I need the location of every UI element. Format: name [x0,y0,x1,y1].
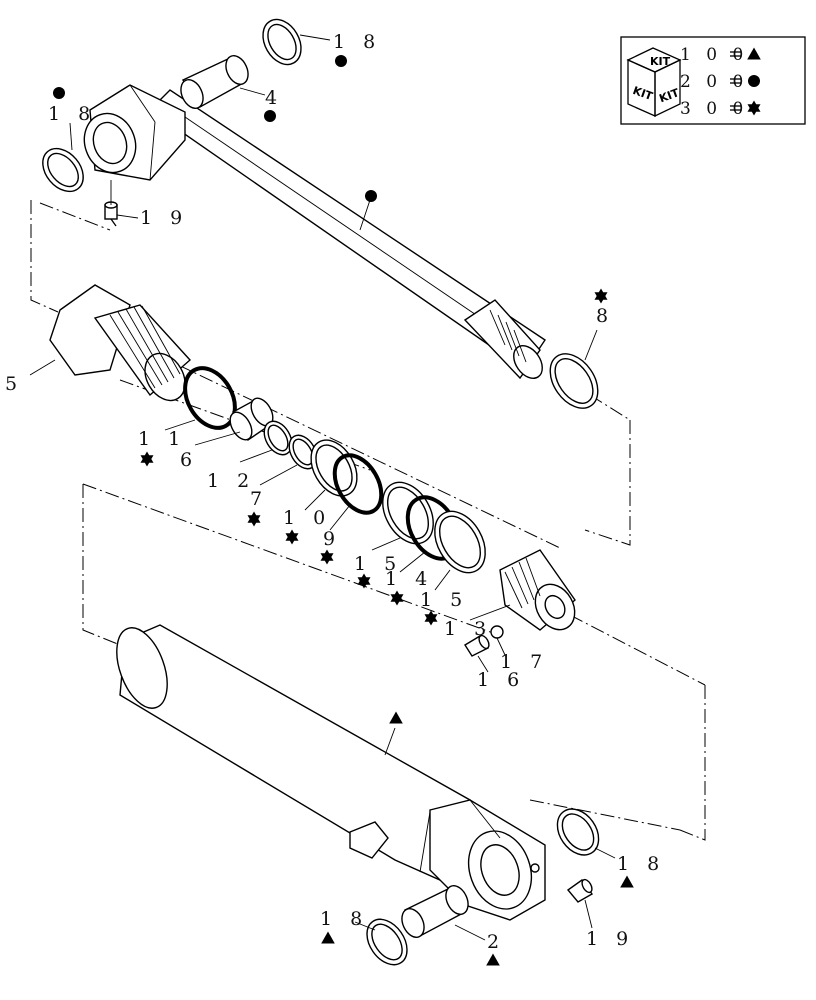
seal-ring-8 [549,353,599,409]
triangle-symbol [321,931,335,944]
star-symbol [424,610,438,626]
legend-triangle-symbol [747,47,761,60]
star-symbol [357,573,371,589]
cylinder-barrel [116,624,471,881]
grease-fitting-19-top [104,201,118,227]
circle-symbol [335,55,347,67]
circle-symbol [264,110,276,122]
star-symbol [140,451,154,467]
callout-18-bottom: 1 8 [320,908,368,930]
o-ring-9 [332,453,384,515]
leader-lines [29,34,616,941]
ball-17 [490,625,504,639]
grease-fitting-19-bottom [566,878,594,903]
bushing-top [180,55,249,109]
seal-ring-18-top [262,18,302,66]
piston-rod [148,89,546,380]
legend-code-300: 3 0 0 [680,99,748,119]
kit-legend: KIT KIT KIT 1 0 0 2 0 0 3 0 0 [620,36,806,125]
callout-15a: 1 5 [354,553,402,575]
rod-eye [83,84,186,181]
piston-13 [499,549,576,631]
callout-12: 1 2 [207,470,255,492]
triangle-symbol [486,953,500,966]
ring-12 [263,420,293,456]
star-symbol [247,511,261,527]
o-ring-11 [183,366,237,430]
callout-10: 1 0 [283,507,331,529]
star-symbol [390,590,404,606]
callout-6: 6 [180,449,198,471]
callout-17: 1 7 [500,651,548,673]
bushing-bottom-2 [401,885,469,938]
kit-right-text: KIT [657,86,681,105]
seal-ring-18-right [556,808,600,856]
callout-19-top: 1 9 [140,207,188,229]
ring-15b [434,510,486,574]
callout-18-right: 1 8 [617,853,665,875]
callout-7: 7 [250,488,268,510]
callout-4: 4 [265,87,283,109]
ring-7 [288,434,318,470]
star-symbol [594,288,608,304]
gland-nut-5 [49,284,191,402]
kit-left-text: KIT [631,84,655,103]
kit-top-text: KIT [650,55,671,68]
bushing-6 [229,397,274,442]
seal-ring-18-left [42,147,84,193]
callout-16: 1 6 [477,669,525,691]
callout-11: 1 1 [138,428,186,450]
star-symbol [285,529,299,545]
port-block [349,821,389,859]
triangle-symbol [620,875,634,888]
callout-15b: 1 5 [420,589,468,611]
callout-labels: 1 8 4 1 8 1 9 8 5 1 1 6 1 2 7 1 0 9 1 5 … [5,31,665,966]
legend-star-symbol [747,100,761,116]
callout-18-top: 1 8 [333,31,381,53]
circle-symbol [365,190,377,202]
legend-circle-symbol [748,75,760,87]
callout-2: 2 [487,931,505,953]
circle-symbol [53,87,65,99]
legend-code-200: 2 0 0 [680,72,748,92]
callout-8: 8 [596,305,614,327]
callout-13: 1 3 [444,618,492,640]
callout-9: 9 [323,528,341,550]
kit-box-icon: KIT KIT KIT [626,47,682,118]
callout-5: 5 [5,373,23,395]
star-symbol [320,549,334,565]
callout-18-left: 1 8 [48,103,96,125]
callout-19-bottom: 1 9 [586,928,634,950]
set-screw-16 [464,634,490,657]
callout-14: 1 4 [385,568,433,590]
triangle-symbol [389,711,403,724]
legend-code-100: 1 0 0 [680,45,748,65]
seal-ring-18-bottom [366,918,408,966]
